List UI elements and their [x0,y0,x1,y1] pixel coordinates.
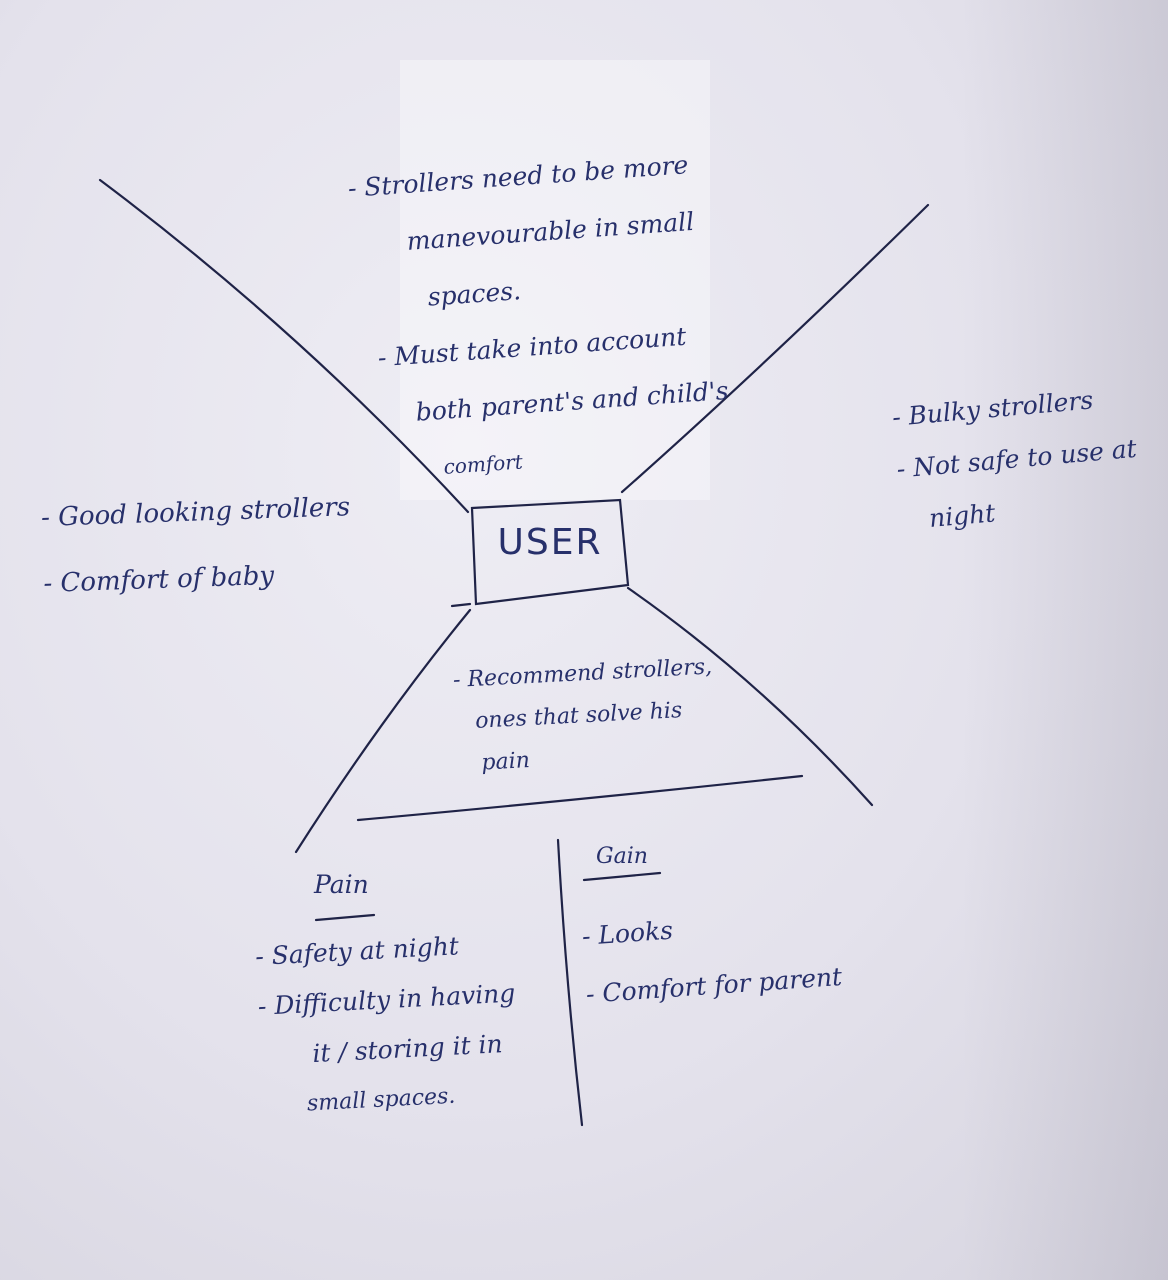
horizontal-divider [356,774,804,822]
right-notes: - Bulky strollers - Not safe to use at n… [890,371,1143,547]
top-notes: - Strollers need to be more manevourable… [346,135,734,502]
pain-notes: - Safety at night - Difficulty in having… [254,919,522,1132]
diagonal-bottom-right [626,586,874,807]
paper-highlight [400,60,710,500]
gain-notes: - Looks - Comfort for parent [580,890,844,1024]
box-tick [450,602,472,608]
gain-underline [582,871,662,882]
left-notes: - Good looking strollers - Comfort of ba… [40,474,353,617]
pain-heading: Pain [314,870,369,899]
diagonal-top-left [98,178,470,514]
paper-shadow [960,0,1168,1280]
vertical-divider [556,838,584,1127]
list-item: - Comfort of baby [42,560,275,599]
diagonal-bottom-left [294,608,472,854]
gain-heading: Gain [596,844,648,869]
list-item: - Good looking strollers [40,492,351,533]
user-box [470,498,630,606]
diagonal-top-right [620,203,930,494]
user-label: USER [497,522,603,563]
bottom-notes: - Recommend strollers, ones that solve h… [452,646,718,785]
pain-underline [314,913,376,922]
